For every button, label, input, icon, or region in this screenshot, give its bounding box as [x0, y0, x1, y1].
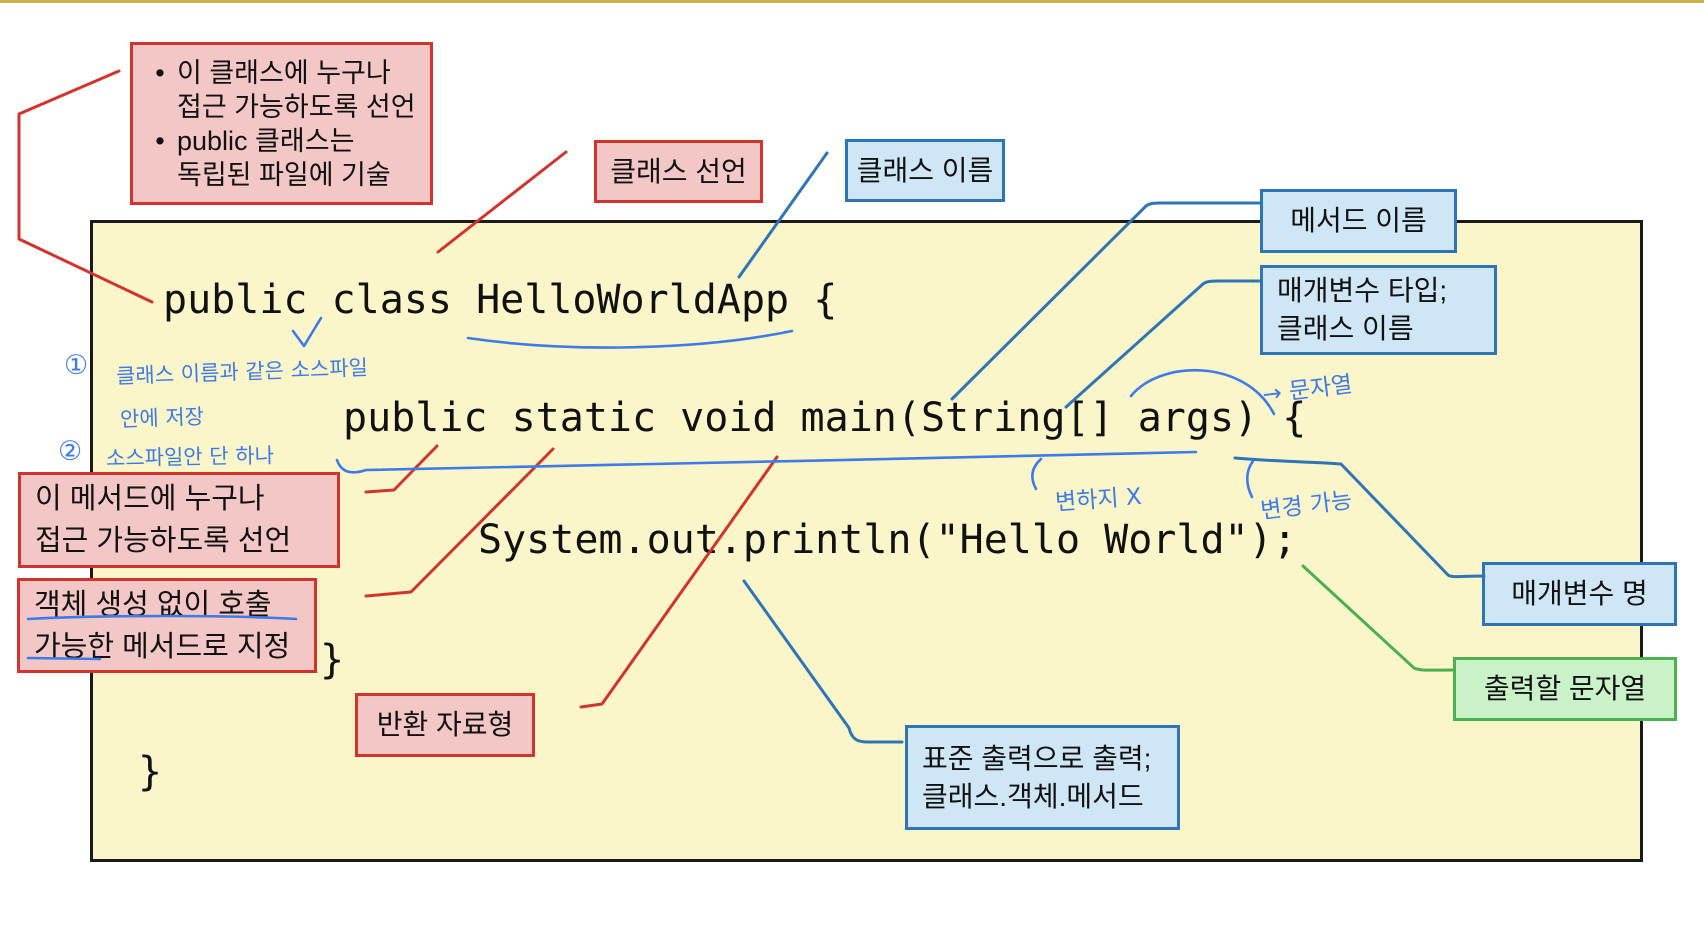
callout-text: 독립된 파일에 기술 — [177, 159, 391, 190]
callout-text: 메서드 이름 — [1290, 205, 1427, 236]
callout-text: 클래스 선언 — [610, 155, 747, 187]
callout-return-type: 반환 자료형 — [355, 693, 535, 757]
callout-text: 출력할 문자열 — [1483, 673, 1647, 704]
handwritten-unchanging: 변하지 X — [1054, 484, 1143, 516]
bullet-icon: • — [155, 57, 165, 88]
handwritten-note-onlyone: 소스파일안 단 하나 — [105, 443, 275, 471]
callout-class-name: 클래스 이름 — [845, 139, 1005, 202]
callout-text: 매개변수 타입; — [1277, 275, 1448, 306]
callout-text: 접근 가능하도록 선언 — [177, 91, 416, 122]
callout-text: 매개변수 명 — [1511, 578, 1648, 609]
callout-text: 이 클래스에 누구나 — [177, 57, 391, 88]
handwritten-number-2: ② — [58, 436, 83, 467]
handwritten-note-save: 안에 저장 — [119, 404, 205, 432]
callout-output-string: 출력할 문자열 — [1453, 657, 1677, 721]
callout-stdout: 표준 출력으로 출력; 클래스.객체.메서드 — [905, 725, 1180, 830]
callout-text: 이 메서드에 누구나 — [35, 483, 265, 515]
bullet-icon: • — [155, 125, 165, 156]
callout-parameter-name: 매개변수 명 — [1482, 562, 1677, 626]
code-line-println: System.out.println("Hello World"); — [478, 517, 1297, 563]
callout-text: 가능한 메서드로 지정 — [34, 630, 291, 663]
callout-method-access: 이 메서드에 누구나 접근 가능하도록 선언 — [18, 472, 340, 568]
callout-text: public 클래스는 — [177, 125, 355, 156]
callout-method-name: 메서드 이름 — [1260, 189, 1457, 253]
callout-static-note: 객체 생성 없이 호출 가능한 메서드로 지정 — [17, 578, 317, 673]
callout-class-declaration: 클래스 선언 — [594, 140, 763, 203]
callout-text: 클래스 이름 — [1277, 313, 1414, 344]
handwritten-number-1: ① — [64, 350, 89, 381]
callout-text: 클래스.객체.메서드 — [922, 780, 1144, 812]
code-line-class-declaration: public class HelloWorldApp { — [163, 277, 838, 323]
code-line-main-method: public static void main(String[] args) { — [343, 395, 1307, 441]
callout-text: 객체 생성 없이 호출 — [34, 588, 272, 621]
callout-parameter-type: 매개변수 타입; 클래스 이름 — [1260, 265, 1497, 355]
callout-text: 표준 출력으로 출력; — [922, 742, 1152, 774]
callout-text: 반환 자료형 — [376, 709, 514, 740]
code-line-close-method: } — [320, 637, 345, 683]
callout-text: 접근 가능하도록 선언 — [35, 525, 292, 557]
top-gold-bar — [0, 0, 1704, 3]
code-line-close-class: } — [138, 749, 163, 795]
callout-text: 클래스 이름 — [856, 154, 994, 186]
